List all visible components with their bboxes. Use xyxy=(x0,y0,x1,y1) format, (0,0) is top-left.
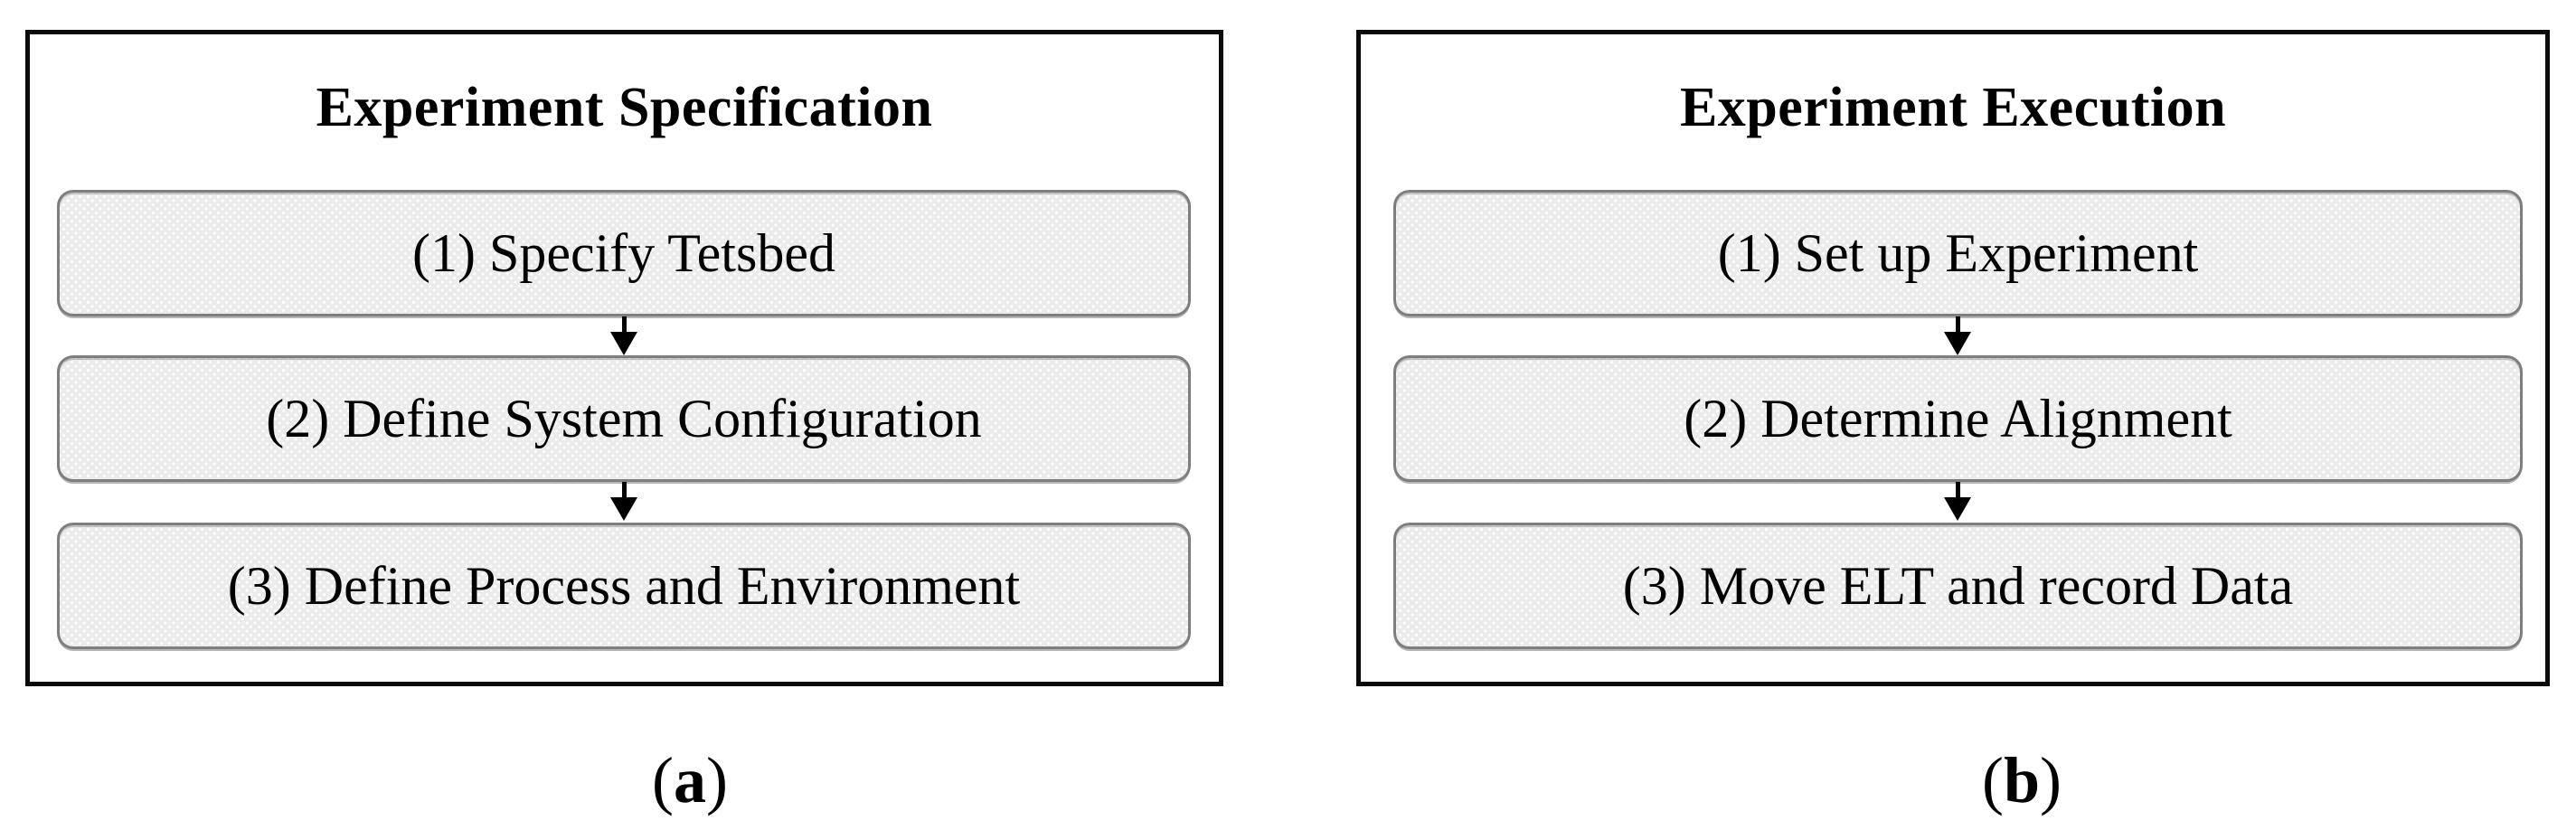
step-box-define-process-and-environment: (3) Define Process and Environment xyxy=(57,523,1191,649)
arrow-shaft xyxy=(1955,316,1960,332)
arrow-shaft xyxy=(1955,482,1960,497)
panel-b-title: Experiment Execution xyxy=(1679,77,2227,138)
panel-a-title: Experiment Specification xyxy=(316,77,933,138)
subfigure-caption-b: (b) xyxy=(1982,741,2062,819)
arrow-shaft xyxy=(621,316,627,332)
panel-experiment-specification: Experiment Specification (1) Specify Tet… xyxy=(25,30,1223,686)
arrow-head xyxy=(1944,497,1971,521)
caption-paren-close: ) xyxy=(2040,744,2062,816)
arrow-shaft xyxy=(621,482,627,497)
down-arrow-icon xyxy=(609,482,638,521)
step-box-specify-testbed: (1) Specify Tetsbed xyxy=(57,190,1191,316)
arrow-head xyxy=(610,497,637,521)
arrow-head xyxy=(610,332,637,355)
caption-paren-open: ( xyxy=(1981,744,2004,816)
caption-letter: b xyxy=(2003,744,2041,816)
step-box-set-up-experiment: (1) Set up Experiment xyxy=(1393,190,2523,316)
down-arrow-icon xyxy=(1943,482,1972,521)
caption-paren-open: ( xyxy=(652,744,674,816)
step-box-move-elt-and-record-data: (3) Move ELT and record Data xyxy=(1393,523,2523,649)
caption-letter: a xyxy=(674,744,706,816)
panel-experiment-execution: Experiment Execution (1) Set up Experime… xyxy=(1356,30,2550,686)
arrow-head xyxy=(1944,332,1971,355)
down-arrow-icon xyxy=(1943,316,1972,355)
down-arrow-icon xyxy=(609,316,638,355)
step-box-determine-alignment: (2) Determine Alignment xyxy=(1393,355,2523,482)
caption-paren-close: ) xyxy=(706,744,728,816)
subfigure-caption-a: (a) xyxy=(652,741,728,819)
step-box-define-system-configuration: (2) Define System Configuration xyxy=(57,355,1191,482)
